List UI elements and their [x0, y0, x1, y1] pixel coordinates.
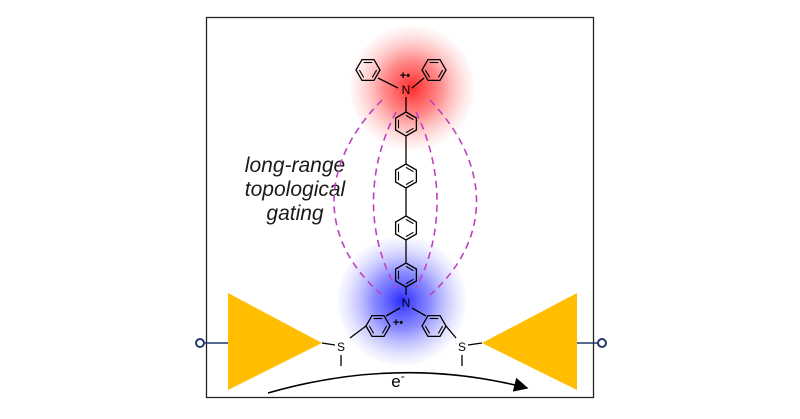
aromatic-bond [405, 218, 414, 225]
aromatic-bond [368, 325, 375, 334]
nitrogen-bottom: N [402, 296, 411, 310]
aromatic-bond [437, 69, 444, 78]
bottom-right-phenyl [421, 314, 447, 338]
right-gold-electrode [482, 293, 577, 390]
aromatic-bond [405, 265, 414, 272]
bond-ring-s-right [445, 325, 457, 339]
bond-n-bottom-right [411, 307, 427, 317]
pathway-outer-left [333, 99, 383, 296]
aromatic-bond [405, 166, 414, 173]
radical-cation-top: +• [400, 70, 410, 82]
aromatic-bond [405, 179, 414, 186]
aromatic-bond [405, 278, 414, 285]
nitrogen-top: N [402, 83, 411, 97]
aromatic-bond [358, 69, 365, 78]
top-right-phenyl [421, 58, 447, 82]
sulfur-right: S [458, 340, 466, 354]
annotation-line-3: gating [266, 202, 324, 225]
bond-n-phenyl-right [411, 77, 425, 89]
bond-n-bottom-left [385, 307, 401, 317]
electron-label: e- [391, 369, 404, 391]
aromatic-bond [405, 231, 414, 238]
aromatic-bond [405, 127, 414, 134]
aromatic-bond [424, 69, 431, 78]
right-terminal [577, 338, 607, 348]
aromatic-bond [381, 325, 388, 334]
bond-n-phenyl-left [377, 77, 399, 89]
pathway-outer-right [429, 99, 478, 296]
pathway-inner-right [415, 111, 438, 289]
aromatic-bond [405, 114, 414, 121]
bond-s-electrode-right [467, 342, 483, 346]
gating-pathways [333, 99, 478, 296]
bond-s-electrode-left [321, 342, 336, 346]
pathway-inner-left [372, 111, 397, 289]
radical-cation-bottom: +• [393, 317, 403, 329]
electron-flow-arrow [267, 371, 529, 394]
aromatic-bond [424, 325, 431, 334]
left-terminal [195, 338, 228, 348]
top-left-phenyl [355, 58, 381, 82]
sulfur-left: S [337, 340, 345, 354]
aromatic-bond [437, 325, 444, 334]
bond-ring-s-left [349, 325, 367, 339]
annotation-line-2: topological [245, 178, 347, 201]
annotation-line-1: long-range [245, 154, 345, 177]
aromatic-bond [371, 69, 378, 78]
left-gold-electrode [228, 293, 322, 390]
figure-frame [205, 16, 595, 399]
